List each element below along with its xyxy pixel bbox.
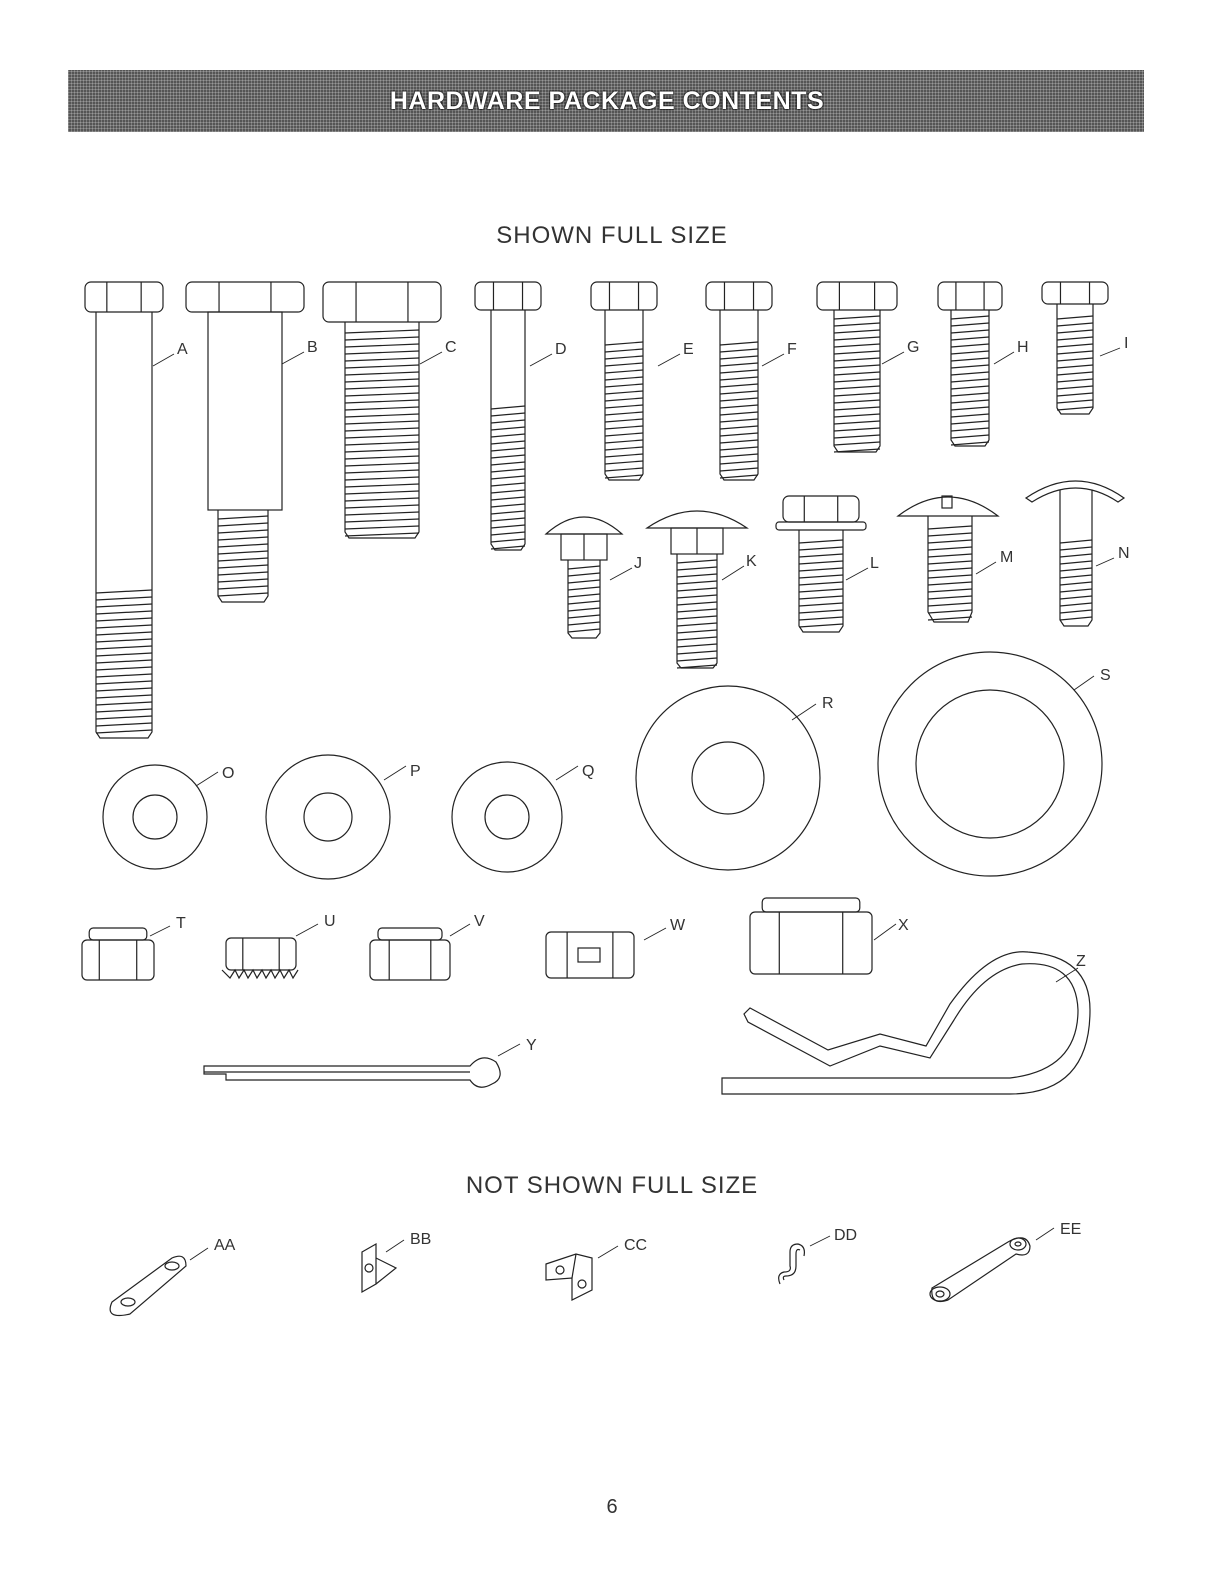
cotter-pin-y xyxy=(203,1057,501,1088)
label-y: Y xyxy=(526,1037,537,1054)
label-e: E xyxy=(683,341,694,358)
washer-q xyxy=(451,761,563,873)
bolt-d xyxy=(474,281,542,551)
lock-nut-x xyxy=(749,897,873,975)
link-aa xyxy=(109,1255,187,1317)
label-x: X xyxy=(898,917,909,934)
label-aa: AA xyxy=(214,1237,236,1254)
washer-r xyxy=(635,685,821,871)
label-k: K xyxy=(746,553,757,570)
carriage-bolt-j xyxy=(544,516,624,639)
washer-p xyxy=(265,754,391,880)
label-n: N xyxy=(1118,545,1130,562)
label-t: T xyxy=(176,915,186,932)
label-h: H xyxy=(1017,339,1029,356)
flange-nut-u xyxy=(221,937,299,980)
label-z: Z xyxy=(1076,953,1086,970)
bolt-a xyxy=(84,281,164,739)
section-title-full-size: SHOWN FULL SIZE xyxy=(496,222,728,249)
screw-n xyxy=(1024,480,1126,627)
label-u: U xyxy=(324,913,336,930)
label-dd: DD xyxy=(834,1227,857,1244)
bolt-c xyxy=(322,281,442,539)
label-r: R xyxy=(822,695,834,712)
label-l: L xyxy=(870,555,879,572)
truss-screw-m xyxy=(896,495,1000,623)
label-i: I xyxy=(1124,335,1128,352)
s-hook-dd xyxy=(778,1243,805,1285)
hair-pin-z xyxy=(721,951,1091,1095)
label-w: W xyxy=(670,917,686,934)
bolt-e xyxy=(590,281,658,481)
label-m: M xyxy=(1000,549,1013,566)
label-v: V xyxy=(474,913,485,930)
washer-s xyxy=(877,651,1103,877)
section-title-not-full-size: NOT SHOWN FULL SIZE xyxy=(465,1172,759,1199)
lock-nut-v xyxy=(369,927,451,981)
bolt-i xyxy=(1041,281,1109,415)
lock-nut-t xyxy=(81,927,155,981)
label-f: F xyxy=(787,341,797,358)
bolt-g xyxy=(816,281,898,453)
washer-o xyxy=(102,764,208,870)
bracket-bb xyxy=(361,1242,398,1294)
label-bb: BB xyxy=(410,1231,431,1248)
label-j: J xyxy=(634,555,642,572)
page-number: 6 xyxy=(606,1496,618,1518)
bolt-b xyxy=(185,281,305,603)
label-d: D xyxy=(555,341,567,358)
bolt-h xyxy=(937,281,1003,447)
flange-bolt-l xyxy=(775,495,867,633)
page-title: HARDWARE PACKAGE CONTENTS xyxy=(389,87,825,115)
label-a: A xyxy=(177,341,188,358)
label-o: O xyxy=(222,765,234,782)
carriage-bolt-k xyxy=(645,510,749,669)
label-g: G xyxy=(907,339,919,356)
label-b: B xyxy=(307,339,318,356)
link-arm-ee xyxy=(929,1237,1031,1303)
label-s: S xyxy=(1100,667,1111,684)
label-q: Q xyxy=(582,763,594,780)
label-ee: EE xyxy=(1060,1221,1081,1238)
label-cc: CC xyxy=(624,1237,647,1254)
label-p: P xyxy=(410,763,421,780)
header-banner xyxy=(68,70,1144,132)
label-c: C xyxy=(445,339,457,356)
square-nut-w xyxy=(545,931,635,979)
bolt-f xyxy=(705,281,773,481)
bracket-cc xyxy=(545,1253,593,1301)
